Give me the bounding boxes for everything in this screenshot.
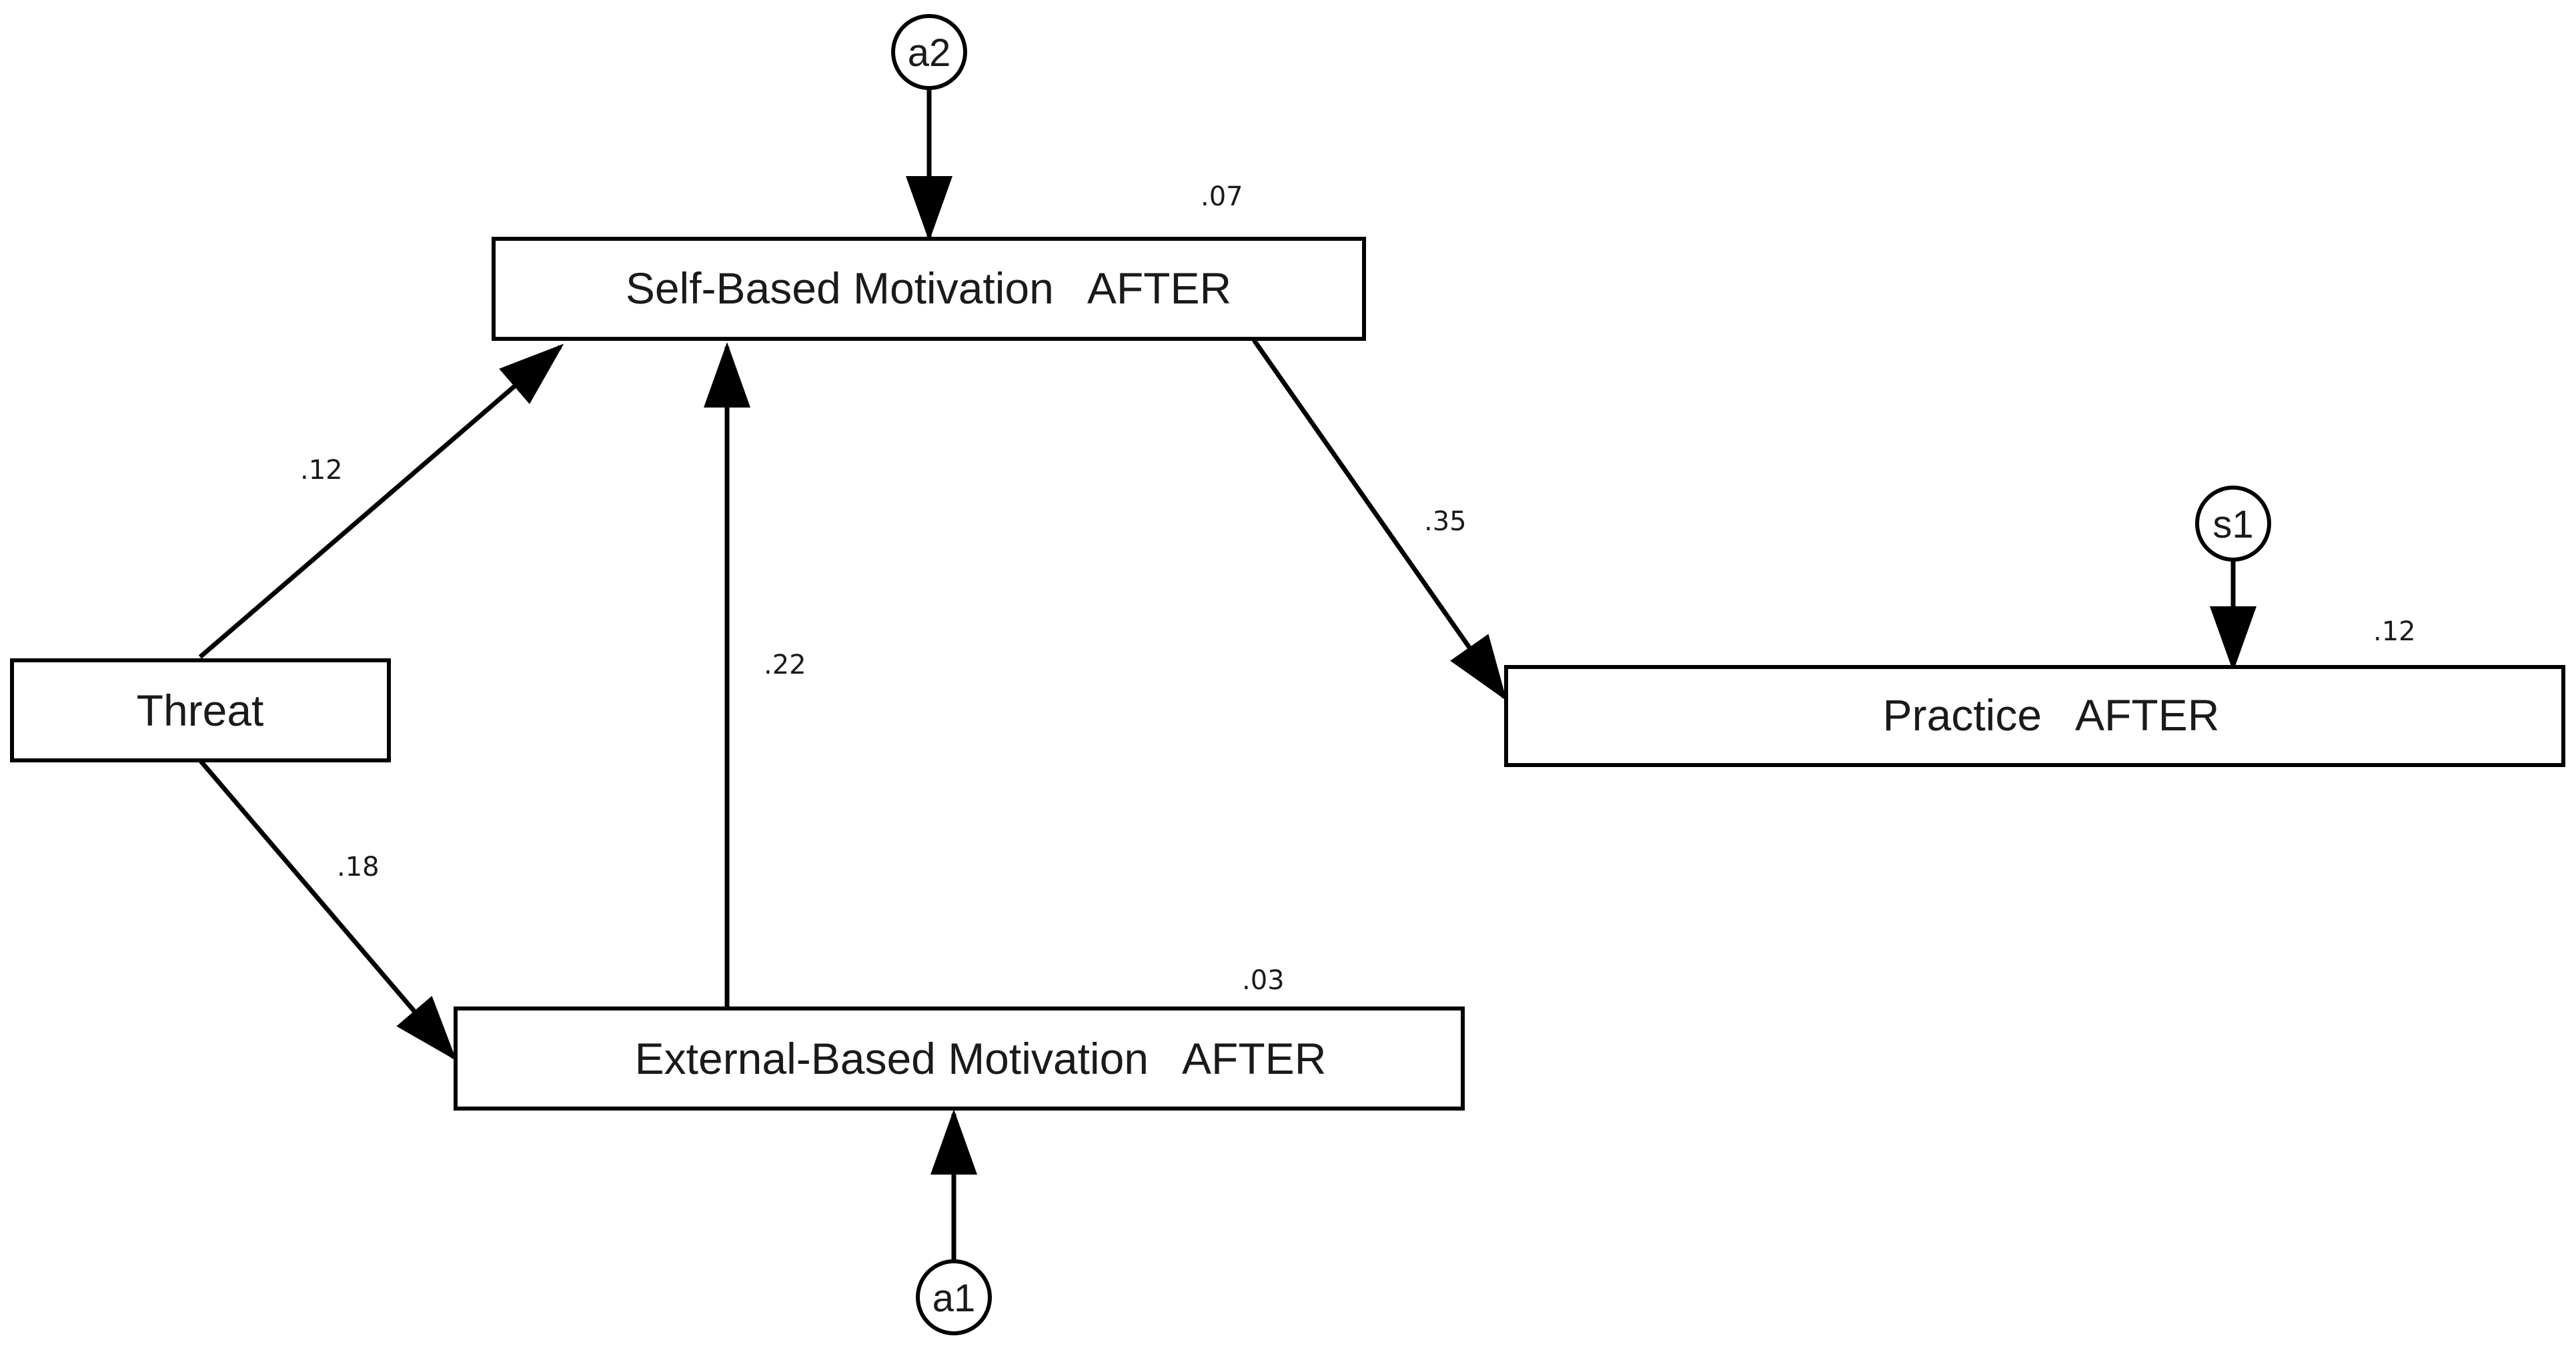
node-external-based-name: External-Based Motivation (635, 1034, 1149, 1083)
node-threat-label: Threat (137, 686, 264, 735)
coef-self-to-practice: .35 (1424, 506, 1467, 537)
error-term-s1-label: s1 (2212, 503, 2253, 546)
node-external-based-suffix: AFTER (1182, 1034, 1326, 1083)
node-self-based-motivation: Self-Based Motivation AFTER (492, 237, 1366, 341)
coef-external-to-self: .22 (764, 650, 806, 680)
error-term-a1-label: a1 (932, 1277, 976, 1320)
error-term-s1: s1 (2195, 486, 2271, 562)
error-term-a2-label: a2 (908, 31, 951, 75)
node-practice: Practice AFTER (1504, 665, 2565, 767)
error-term-a2: a2 (891, 14, 967, 90)
node-practice-suffix: AFTER (2075, 690, 2219, 740)
r2-external-based: .03 (1242, 965, 1285, 996)
path-threat-to-self (198, 344, 564, 659)
r2-practice: .12 (2373, 616, 2416, 647)
node-self-based-name: Self-Based Motivation (626, 263, 1054, 313)
node-self-based-suffix: AFTER (1087, 263, 1231, 313)
coef-threat-to-external: .18 (337, 852, 380, 882)
path-threat-to-external (198, 758, 457, 1061)
node-practice-name: Practice (1883, 690, 2042, 740)
coef-threat-to-self: .12 (300, 455, 343, 486)
node-threat: Threat (10, 658, 391, 762)
path-self-to-practice (1252, 338, 1507, 701)
r2-self-based: .07 (1201, 181, 1243, 212)
node-external-based-motivation: External-Based Motivation AFTER (454, 1006, 1465, 1111)
error-term-a1: a1 (916, 1259, 992, 1335)
